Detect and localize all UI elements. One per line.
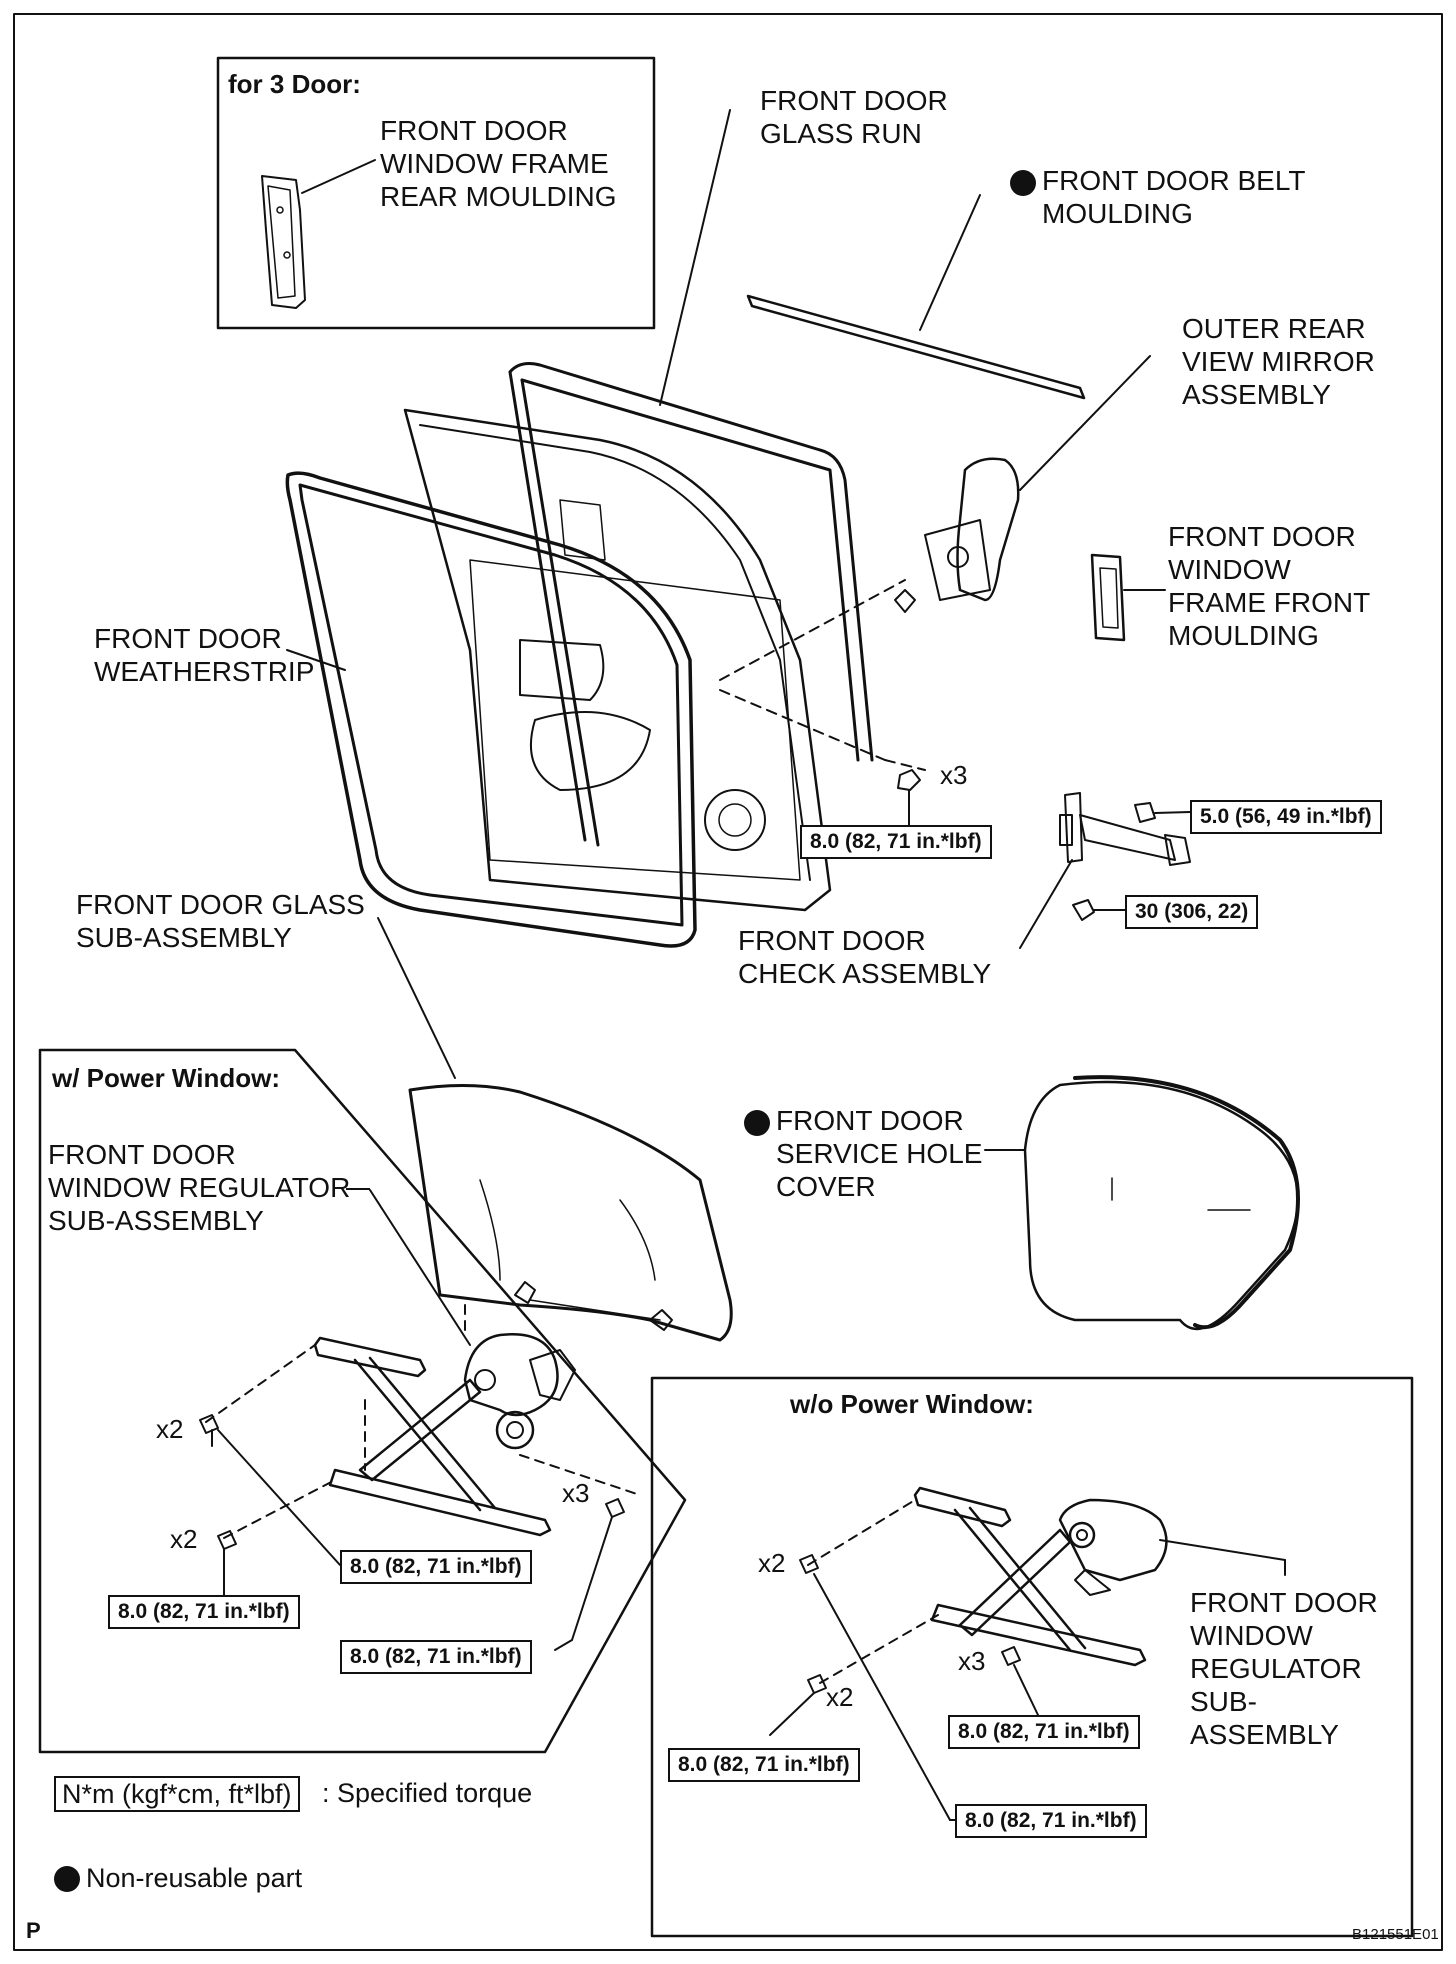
check-label: FRONT DOOR CHECK ASSEMBLY bbox=[738, 925, 992, 989]
manual-regulator-drawing bbox=[769, 1486, 1286, 1821]
nonreusable-marker-2 bbox=[744, 1110, 770, 1136]
power-x2-lower: x2 bbox=[170, 1524, 198, 1554]
door-glass-drawing bbox=[377, 917, 733, 1342]
manual-x2-lower: x2 bbox=[826, 1682, 854, 1712]
service-hole-cover-label: FRONT DOOR SERVICE HOLE COVER bbox=[776, 1105, 983, 1202]
power-regulator-label: FRONT DOOR WINDOW REGULATOR SUB-ASSEMBLY bbox=[48, 1139, 351, 1236]
glass-label: FRONT DOOR GLASS SUB-ASSEMBLY bbox=[76, 889, 365, 953]
frame-front-moulding-label: FRONT DOOR WINDOW FRAME FRONT MOULDING bbox=[1168, 521, 1371, 651]
weatherstrip-label: FRONT DOOR WEATHERSTRIP bbox=[94, 623, 315, 687]
mirror-drawing bbox=[894, 355, 1151, 613]
outer-frame bbox=[13, 13, 1443, 1951]
manual-torque-a: 8.0 (82, 71 in.*lbf) bbox=[948, 1715, 1140, 1749]
manual-x3: x3 bbox=[958, 1646, 986, 1676]
service-hole-cover-drawing bbox=[984, 1075, 1300, 1331]
belt-moulding-label: FRONT DOOR BELT MOULDING bbox=[1042, 165, 1306, 229]
torque-legend-text: : Specified torque bbox=[322, 1778, 533, 1808]
door-check-drawing bbox=[1019, 792, 1191, 949]
rear-moulding-drawing bbox=[261, 159, 376, 309]
power-regulator-drawing bbox=[199, 1189, 641, 1641]
power-window-header: w/ Power Window: bbox=[52, 1063, 280, 1093]
drawing-code: B121551E01 bbox=[1352, 1926, 1439, 1943]
rear-moulding-label: FRONT DOOR WINDOW FRAME REAR MOULDING bbox=[380, 115, 617, 212]
manual-regulator-label: FRONT DOOR WINDOW REGULATOR SUB- ASSEMBL… bbox=[1190, 1587, 1378, 1750]
inset-3door-frame bbox=[216, 56, 656, 330]
belt-moulding-drawing bbox=[746, 194, 1086, 400]
torque-legend-unit: N*m (kgf*cm, ft*lbf) bbox=[54, 1776, 300, 1812]
power-window-frame bbox=[38, 1048, 687, 1754]
power-torque-a: 8.0 (82, 71 in.*lbf) bbox=[340, 1550, 532, 1584]
power-torque-b: 8.0 (82, 71 in.*lbf) bbox=[108, 1595, 300, 1629]
door-shell-drawing bbox=[403, 408, 926, 912]
manual-torque-c: 8.0 (82, 71 in.*lbf) bbox=[955, 1804, 1147, 1838]
nonreusable-marker bbox=[1010, 170, 1036, 196]
mirror-label: OUTER REAR VIEW MIRROR ASSEMBLY bbox=[1182, 313, 1375, 410]
check-upper-torque-box: 5.0 (56, 49 in.*lbf) bbox=[1190, 800, 1382, 834]
power-regulator-leader bbox=[346, 1188, 370, 1190]
frame-front-moulding-drawing bbox=[1090, 553, 1166, 642]
manual-window-frame bbox=[650, 1376, 1414, 1938]
leader-power-x3 bbox=[554, 1639, 573, 1651]
power-x3: x3 bbox=[562, 1478, 590, 1508]
power-x2-upper: x2 bbox=[156, 1414, 184, 1444]
inset-3door-header: for 3 Door: bbox=[228, 69, 361, 99]
corner-letter: P bbox=[26, 1918, 41, 1943]
manual-torque-b: 8.0 (82, 71 in.*lbf) bbox=[668, 1748, 860, 1782]
glass-run-drawing bbox=[508, 109, 874, 847]
mirror-torque-box: 8.0 (82, 71 in.*lbf) bbox=[800, 825, 992, 859]
mirror-x3-count: x3 bbox=[940, 760, 968, 790]
nonreusable-legend-text: Non-reusable part bbox=[86, 1863, 303, 1893]
power-torque-c: 8.0 (82, 71 in.*lbf) bbox=[340, 1640, 532, 1674]
check-lower-torque-box: 30 (306, 22) bbox=[1125, 895, 1259, 929]
manual-x2-upper: x2 bbox=[758, 1548, 786, 1578]
nonreusable-legend-dot bbox=[54, 1866, 80, 1892]
weatherstrip-drawing bbox=[285, 471, 697, 948]
manual-window-header: w/o Power Window: bbox=[790, 1389, 1034, 1419]
glass-run-label: FRONT DOOR GLASS RUN bbox=[760, 85, 948, 149]
